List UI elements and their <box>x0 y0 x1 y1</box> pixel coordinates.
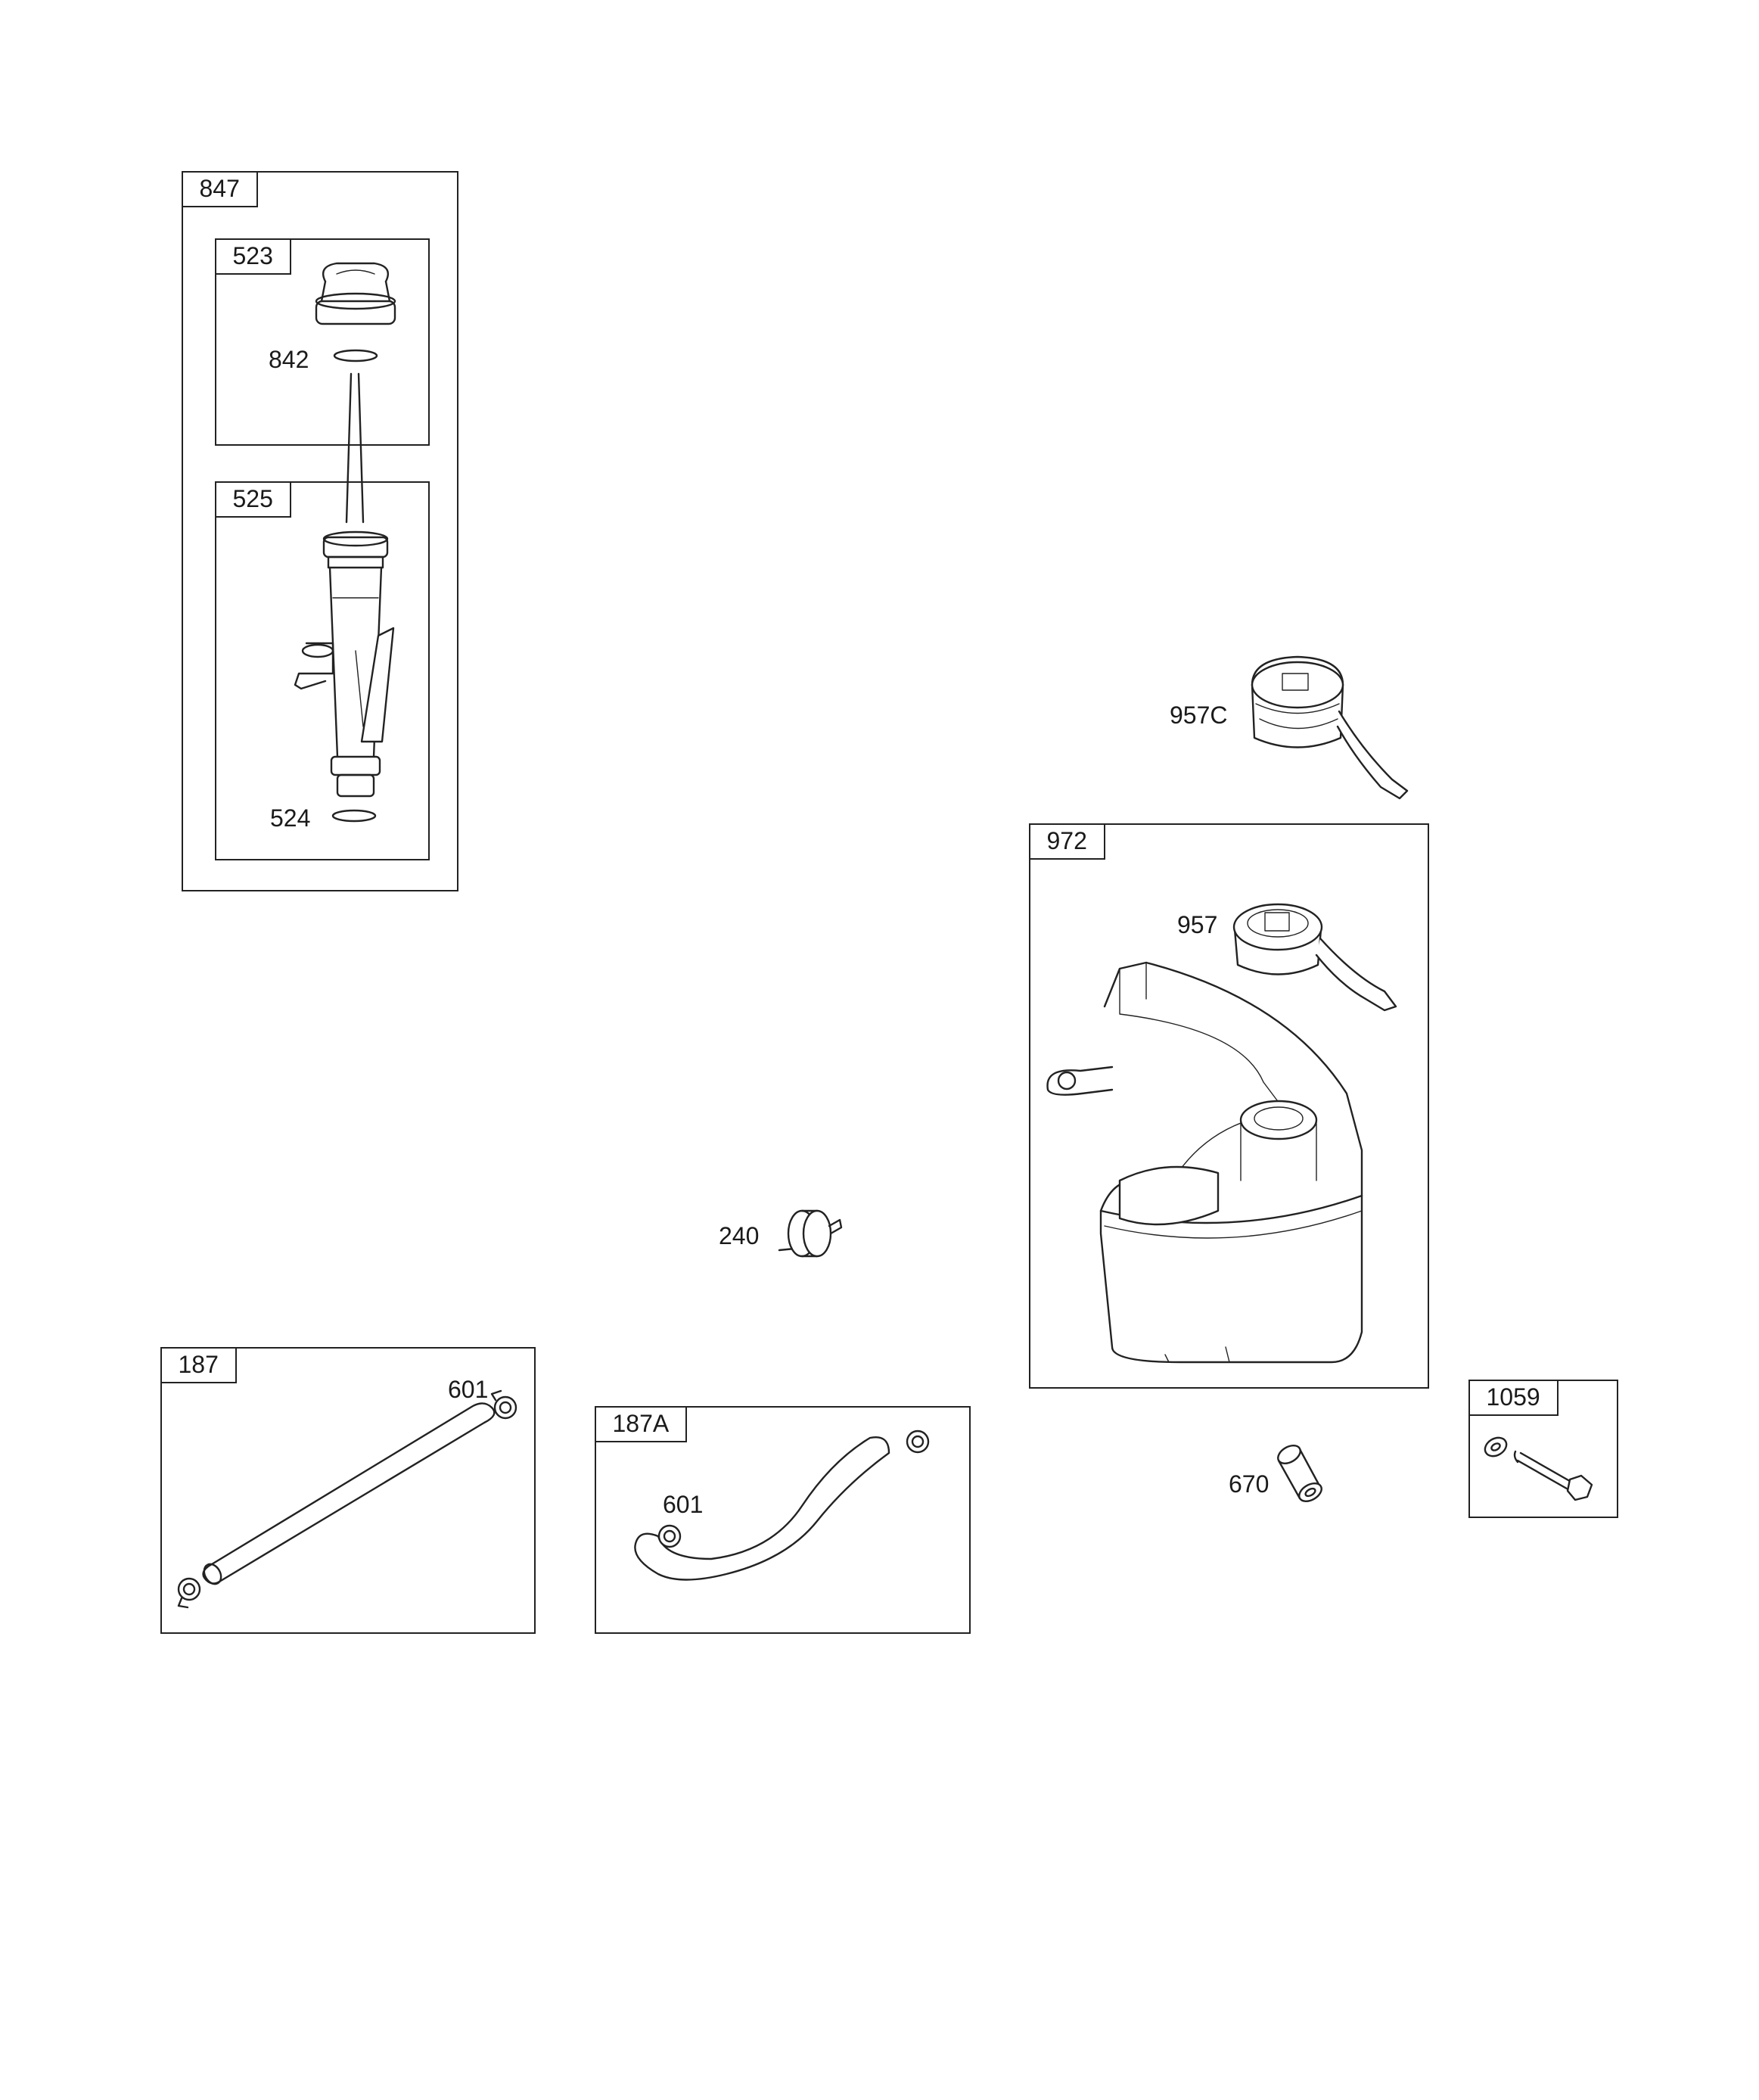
box-number-972: 972 <box>1028 823 1105 860</box>
fuel-cap-illustration <box>1232 903 1397 1012</box>
assembly-box-187a: 187A <box>594 1405 971 1634</box>
assembly-box-523: 523 <box>214 238 430 446</box>
callout-957: 957 <box>1177 911 1218 938</box>
box-number-525: 525 <box>214 481 291 518</box>
box-number-847: 847 <box>181 170 258 207</box>
callout-240: 240 <box>719 1222 760 1249</box>
fuel-line-straight-illustration <box>177 1389 517 1609</box>
box-number-187a: 187A <box>594 1405 688 1442</box>
callout-601-line: 601 <box>448 1376 489 1403</box>
fuel-line-curved-illustration <box>634 1430 930 1581</box>
bolt-washer-illustration <box>1484 1436 1593 1501</box>
box-number-523: 523 <box>214 238 291 275</box>
assembly-box-972: 972 <box>1028 823 1429 1389</box>
spacer-illustration <box>1277 1445 1322 1502</box>
fuel-cap-tethered-illustration <box>1251 655 1409 800</box>
callout-601-curved-line: 601 <box>663 1491 704 1518</box>
callout-957c: 957C <box>1170 702 1228 729</box>
dipstick-tube-illustration <box>294 530 395 823</box>
callout-670: 670 <box>1229 1470 1270 1498</box>
box-number-187: 187 <box>160 1346 237 1383</box>
assembly-box-525: 525 <box>214 481 430 860</box>
dipstick-rod <box>345 372 365 524</box>
assembly-box-1059: 1059 <box>1468 1379 1618 1518</box>
fuel-tank-illustration <box>1046 961 1363 1364</box>
box-number-1059: 1059 <box>1468 1379 1559 1416</box>
assembly-box-187: 187 <box>160 1346 536 1634</box>
fuel-filter-illustration <box>778 1209 843 1258</box>
assembly-box-847: 847 <box>181 170 458 891</box>
callout-842: 842 <box>269 346 309 373</box>
dipstick-cap-illustration <box>315 262 396 362</box>
callout-524: 524 <box>270 804 311 832</box>
